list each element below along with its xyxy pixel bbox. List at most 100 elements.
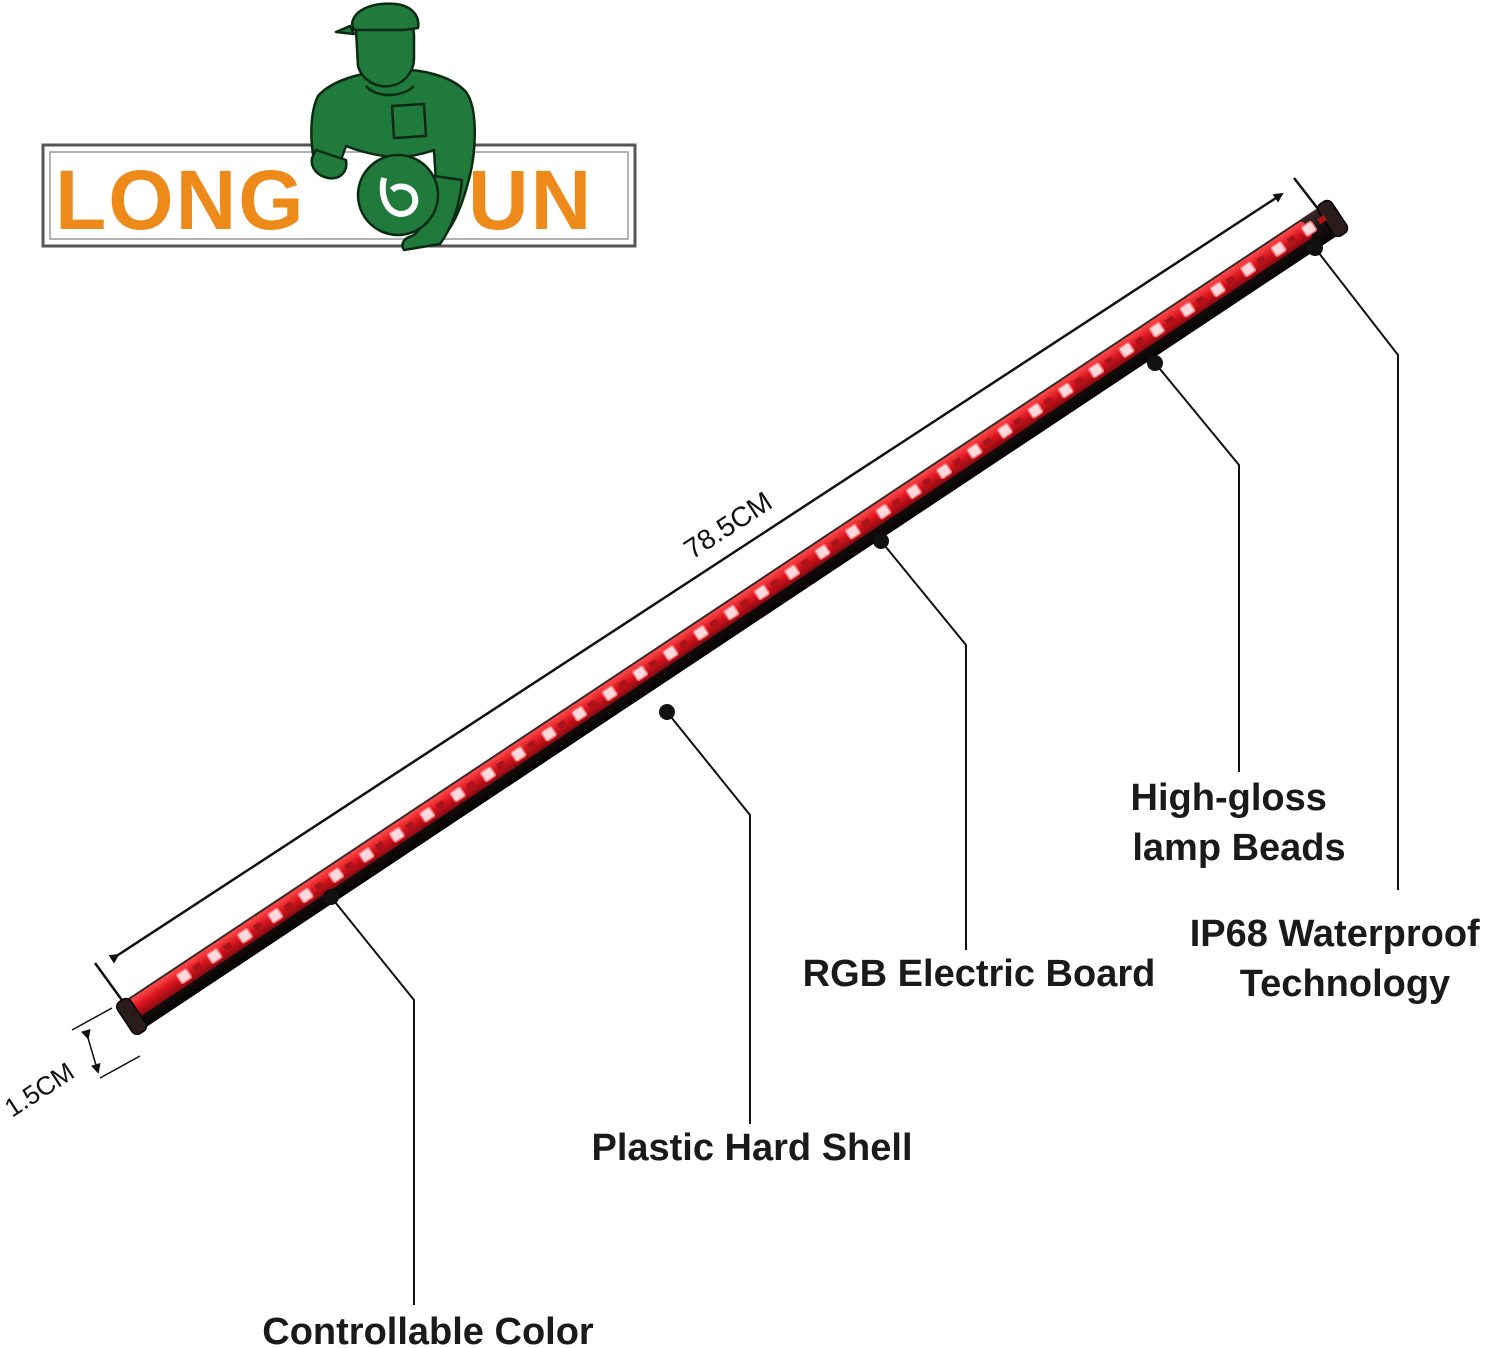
callout-line-2: lamp Beads — [1132, 827, 1345, 869]
led-bead — [540, 725, 557, 742]
strip-end-cap-left — [115, 997, 148, 1036]
board-component — [678, 638, 689, 649]
board-component — [1225, 275, 1236, 285]
led-bead — [1118, 342, 1135, 358]
width-label: 1.5CM — [0, 1056, 79, 1123]
led-bead — [905, 483, 922, 500]
width-ext-top — [71, 1007, 113, 1031]
led-bead — [1027, 402, 1044, 419]
callouts: Controllable Color Plastic Hard Shell RG… — [262, 240, 1491, 1348]
board-component — [1073, 376, 1084, 386]
led-bead — [297, 887, 314, 904]
led-bead — [236, 927, 253, 944]
length-label: 78.5CM — [678, 486, 777, 565]
callout-plastic-hard-shell: Plastic Hard Shell — [591, 704, 913, 1169]
board-component — [587, 699, 598, 709]
callout-label: IP68 Waterproof Technology — [1190, 913, 1491, 1005]
length-tick-bottom — [93, 962, 126, 1004]
callout-leader — [1314, 247, 1399, 890]
led-bead — [844, 523, 861, 540]
board-component — [891, 497, 902, 508]
callout-leader — [1154, 362, 1240, 772]
board-component — [192, 962, 203, 972]
led-bead — [784, 564, 801, 581]
led-bead — [1209, 281, 1226, 298]
board-component — [222, 941, 233, 952]
strip-end-cap-right — [1317, 199, 1349, 238]
board-component — [556, 719, 567, 730]
board-component — [404, 820, 415, 831]
callout-high-gloss-lamp-beads: High-gloss lamp Beads — [1131, 355, 1346, 869]
board-component — [1286, 234, 1297, 245]
board-component — [952, 457, 963, 467]
board-component — [496, 760, 507, 770]
board-component — [435, 800, 446, 810]
board-component — [252, 921, 263, 932]
board-component — [1012, 416, 1023, 427]
callout-label: RGB Electric Board — [803, 953, 1156, 995]
led-bead — [510, 746, 527, 762]
led-bead — [875, 503, 892, 520]
logo-text-long: LONG — [55, 153, 306, 247]
brand-logo: LONG UN — [41, 2, 637, 252]
led-bead — [480, 766, 497, 783]
callout-label: High-gloss lamp Beads — [1131, 777, 1346, 869]
width-dimension: 1.5CM — [0, 1007, 141, 1123]
led-beads — [176, 214, 1327, 985]
led-bead — [449, 786, 466, 803]
callout-leader — [880, 540, 967, 950]
led-bead — [723, 604, 740, 621]
led-strip — [115, 199, 1349, 1036]
led-bead — [996, 422, 1013, 439]
board-component — [921, 477, 932, 487]
board-component — [1164, 315, 1175, 326]
length-arrow — [108, 192, 1284, 964]
led-bead — [1179, 301, 1196, 318]
callout-line-1: High-gloss — [1131, 777, 1327, 819]
board-component — [648, 659, 659, 669]
board-component — [830, 537, 841, 548]
callout-line-1: IP68 Waterproof — [1190, 913, 1480, 955]
board-component — [617, 679, 628, 689]
led-bead — [936, 463, 953, 480]
led-bead — [206, 948, 223, 964]
callout-label: Controllable Color — [262, 1311, 594, 1348]
board-component — [708, 618, 719, 629]
led-bead — [328, 867, 345, 884]
led-bead — [601, 685, 618, 702]
callout-controllable-color: Controllable Color — [262, 889, 594, 1348]
callout-leader — [330, 896, 415, 1305]
led-bead — [814, 544, 831, 560]
board-component — [739, 598, 750, 609]
callout-leader — [666, 711, 751, 1124]
board-component — [344, 861, 355, 871]
led-bead — [176, 968, 193, 985]
board-component — [1316, 214, 1327, 225]
callout-rgb-electric-board: RGB Electric Board — [803, 533, 1156, 995]
led-bead — [1148, 321, 1165, 338]
width-arrow — [80, 1028, 101, 1074]
led-bead — [692, 624, 709, 641]
board-component — [1256, 255, 1267, 265]
board-component — [313, 881, 324, 891]
board-component — [769, 578, 780, 588]
led-bead — [966, 443, 983, 459]
led-bead — [632, 665, 649, 682]
board-component — [1195, 295, 1206, 306]
led-bead — [267, 907, 284, 924]
led-bead — [419, 806, 436, 823]
width-ext-bottom — [99, 1055, 141, 1079]
led-bead — [1057, 382, 1074, 399]
board-component — [800, 558, 811, 568]
board-component — [982, 436, 993, 447]
led-bead — [753, 584, 770, 601]
led-bead — [1300, 220, 1317, 237]
led-bead — [1270, 241, 1287, 257]
callout-line-2: Technology — [1240, 963, 1450, 1005]
led-bead — [388, 826, 405, 843]
logo-text-un: UN — [468, 153, 593, 247]
led-bead — [662, 645, 679, 661]
led-bead — [1088, 362, 1105, 379]
board-component — [465, 780, 476, 790]
